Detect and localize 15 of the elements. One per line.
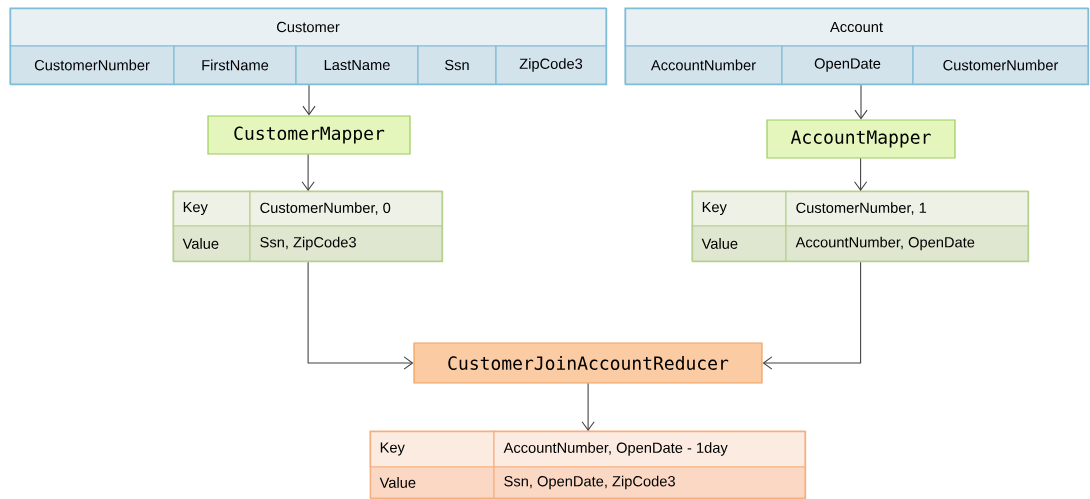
arrow bbox=[854, 158, 868, 191]
arrow bbox=[302, 84, 316, 116]
table: Account AccountNumber OpenDate CustomerNumber bbox=[624, 7, 1090, 86]
arrow bbox=[301, 154, 315, 191]
table: Key CustomerNumber, 0 Value Ssn, ZipCode3 bbox=[172, 190, 444, 263]
table: Key AccountNumber, OpenDate - 1day Value Ssn, OpenDate, ZipCode3 bbox=[369, 430, 807, 499]
table: Key CustomerNumber, 1 Value AccountNumber, OpenDate bbox=[691, 190, 1030, 263]
process-box: CustomerJoinAccountReducer bbox=[413, 342, 763, 384]
process-box: AccountMapper bbox=[766, 119, 956, 159]
arrow bbox=[581, 383, 595, 431]
table: Customer CustomerNumber FirstName LastName Ssn ZipCode3 bbox=[9, 7, 608, 86]
arrow bbox=[854, 84, 868, 120]
arrow bbox=[307, 261, 414, 370]
process-box: CustomerMapper bbox=[207, 115, 411, 155]
arrow bbox=[762, 261, 862, 370]
